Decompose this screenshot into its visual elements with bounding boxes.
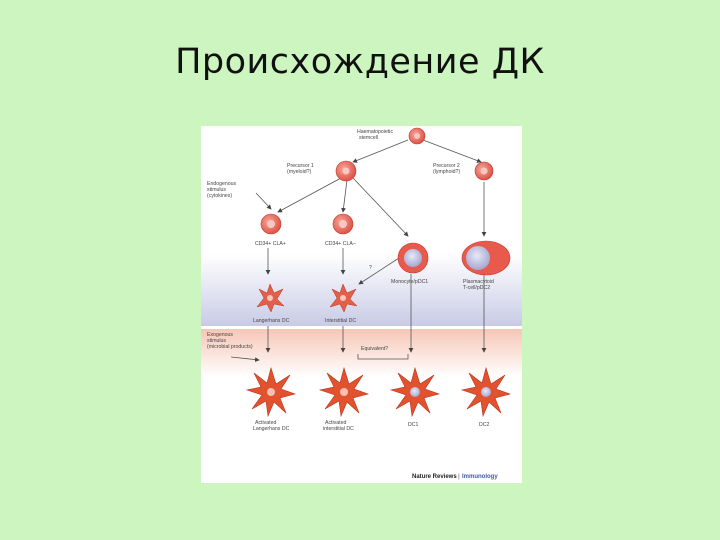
peach-band — [201, 329, 522, 377]
activated-interstitial-label-2: interstitial DC — [323, 426, 354, 432]
precursor1-label-2: (myeloid?) — [287, 169, 311, 175]
plasmacytoid-label-2: T-cell/pDC2 — [463, 285, 490, 291]
langerhans-label: Langerhans DC — [253, 318, 290, 324]
equivalent-label: Equivalent? — [361, 346, 388, 352]
cd34-cla-pos-cell — [260, 213, 282, 235]
precursor1-cell — [335, 160, 357, 182]
stem-cell-label-2: stemcell — [359, 135, 378, 141]
lineage-arrows — [230, 139, 487, 362]
precursor2-cell — [474, 161, 494, 181]
plasmacytoid-label-1: Plasmacytoid — [463, 279, 494, 285]
precursor1-label-1: Precursor 1 — [287, 163, 314, 169]
activated-langerhans-dc — [246, 367, 296, 417]
activated-langerhans-label-2: Langerhans DC — [253, 426, 290, 432]
credit-journal: Nature Reviews — [412, 474, 457, 480]
dendritic-cell-origin-diagram: Haematopoietic stemcell Precursor 1 (mye… — [201, 126, 522, 483]
activated-interstitial-dc — [319, 367, 369, 417]
question-mark-label: ? — [369, 265, 372, 271]
activated-langerhans-label-1: Activated — [255, 420, 276, 426]
interstitial-dc — [329, 283, 358, 313]
cd34-cla-pos-label: CD34+ CLA+ — [255, 241, 286, 247]
credit-separator: | — [458, 474, 460, 480]
slide-title: Происхождение ДК — [175, 42, 545, 82]
dc1 — [390, 367, 440, 417]
endogenous-label-2: stimulus — [207, 187, 226, 193]
interstitial-label: Interstitial DC — [325, 318, 356, 324]
credit-section: Immunology — [462, 474, 498, 480]
exogenous-label-2: stimulus — [207, 338, 226, 344]
langerhans-dc — [256, 283, 285, 313]
cd34-cla-neg-label: CD34+ CLA– — [325, 241, 356, 247]
precursor2-label-2: (lymphoid?) — [433, 169, 460, 175]
precursor2-label-1: Precursor 2 — [433, 163, 460, 169]
dc2-label: DC2 — [479, 422, 489, 428]
stem-cell-label-1: Haematopoietic — [357, 129, 393, 135]
activated-interstitial-label-1: Activated — [325, 420, 346, 426]
cd34-cla-neg-cell — [332, 213, 354, 235]
plasmacytoid-cell — [461, 240, 511, 276]
dc1-label: DC1 — [408, 422, 418, 428]
exogenous-label-3: (microbial products) — [207, 344, 253, 350]
stem-cell — [408, 127, 426, 145]
endogenous-label-3: (cytokines) — [207, 193, 232, 199]
monocyte-cell — [397, 242, 429, 274]
endogenous-label-1: Endogenous — [207, 181, 237, 187]
exogenous-label-1: Exogenous — [207, 332, 233, 338]
dc2 — [461, 367, 511, 417]
monocyte-label: Monocyte/pDC1 — [391, 279, 428, 285]
